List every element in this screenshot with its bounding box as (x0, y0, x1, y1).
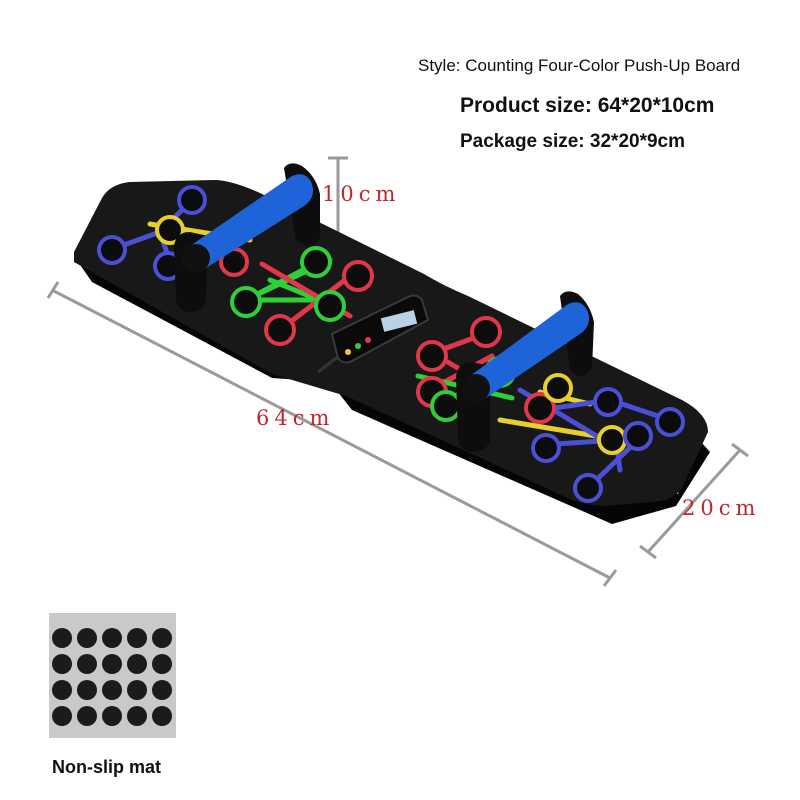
hole (597, 425, 627, 455)
hole (97, 235, 127, 265)
mat-dot (52, 654, 72, 674)
length-dimension-label: 64cm (256, 406, 335, 430)
mat-dot (102, 706, 122, 726)
mat-dot (127, 680, 147, 700)
hole (573, 473, 603, 503)
mat-dot (102, 628, 122, 648)
height-dimension-label: 10cm (322, 182, 401, 206)
counter-display (330, 294, 430, 364)
mat-dot (77, 654, 97, 674)
width-dimension-label: 20cm (682, 496, 761, 520)
left-handle-cap (182, 244, 210, 272)
hole (300, 246, 332, 278)
non-slip-mat-swatch (49, 613, 176, 738)
hole (416, 340, 448, 372)
package-size-label: Package size: 32*20*9cm (460, 131, 685, 152)
length-guide-cap-right (602, 569, 618, 587)
mat-dot (152, 654, 172, 674)
counter-lcd (380, 310, 418, 332)
mat-dot (127, 706, 147, 726)
counter-indicator (345, 349, 351, 355)
width-guide-cap-bottom (639, 544, 657, 560)
hole (531, 433, 561, 463)
length-guide-line (51, 288, 611, 580)
width-guide-line (646, 448, 742, 554)
hole (230, 286, 262, 318)
mat-dot (127, 654, 147, 674)
mat-dot (77, 706, 97, 726)
hole (342, 260, 374, 292)
hole (470, 316, 502, 348)
counter-indicator (355, 343, 361, 349)
hole (593, 387, 623, 417)
hole (264, 314, 296, 346)
hole (543, 373, 573, 403)
hole (655, 407, 685, 437)
mat-caption: Non-slip mat (52, 757, 162, 777)
product-size-label: Product size: 64*20*10cm (460, 94, 715, 117)
hole (155, 215, 185, 245)
counter-indicator (365, 337, 371, 343)
mat-dot (127, 628, 147, 648)
width-guide-cap-top (731, 442, 749, 458)
hole (177, 185, 207, 215)
mat-dot (52, 680, 72, 700)
mat-dot (102, 654, 122, 674)
mat-dot (152, 628, 172, 648)
mat-dot (77, 628, 97, 648)
mat-dot (152, 706, 172, 726)
hole (623, 421, 653, 451)
mat-dot (52, 628, 72, 648)
hole (314, 290, 346, 322)
right-handle-cap (462, 374, 490, 402)
mat-dot (77, 680, 97, 700)
mat-dot (152, 680, 172, 700)
length-guide-cap-left (46, 281, 60, 299)
mat-dot (102, 680, 122, 700)
right-handle-grip (462, 302, 589, 401)
green-zone-lines-left (237, 257, 337, 309)
style-label: Style: Counting Four-Color Push-Up Board (418, 56, 741, 75)
left-handle-grip (182, 174, 313, 271)
hole (430, 390, 462, 422)
left-handle (174, 163, 320, 312)
hole (524, 392, 556, 424)
mat-dot (52, 706, 72, 726)
right-handle (456, 291, 594, 452)
